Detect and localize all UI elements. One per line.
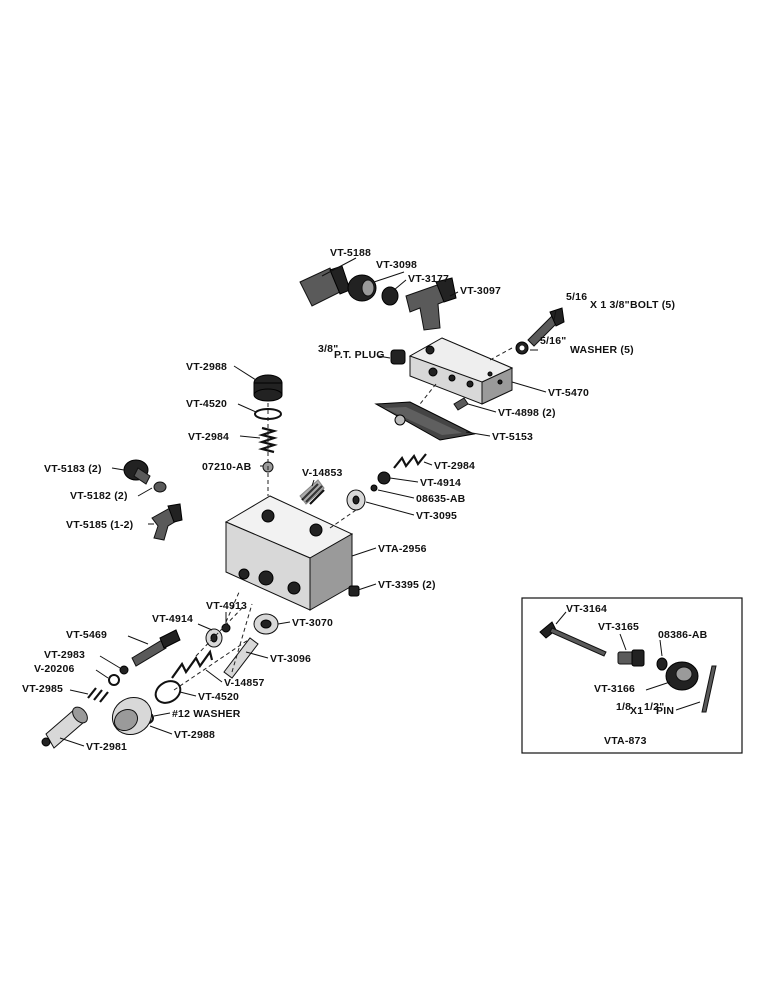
label-vt3165: VT-3165: [598, 621, 639, 633]
part-pin: [701, 665, 717, 713]
label-vt3095: VT-3095: [416, 510, 457, 522]
label-vt2984-right: VT-2984: [434, 460, 475, 472]
part-vt3098: [347, 274, 377, 302]
label-pt-plug: P.T. PLUG: [334, 349, 385, 361]
label-vt3177: VT-3177: [408, 273, 449, 285]
part-vt4914-ball-right: [377, 471, 391, 485]
part-labels: VT-5188 VT-3098 VT-3177 VT-3097 5/16 X 1…: [22, 247, 675, 753]
part-08635-ball: [370, 484, 378, 492]
label-vt3166: VT-3166: [594, 683, 635, 695]
assembly-centerlines: [173, 347, 513, 691]
label-vt5182: VT-5182 (2): [70, 490, 128, 502]
part-vt5188: [299, 265, 351, 307]
part-vt3096-pin: [223, 637, 259, 679]
label-vt4913: VT-4913: [206, 600, 247, 612]
label-vt4898: VT-4898 (2): [498, 407, 556, 419]
label-08635-ab: 08635-AB: [416, 493, 466, 505]
part-vt2984-spring-right: [393, 453, 427, 469]
part-vta2956-block: [224, 495, 354, 611]
part-vt2988-cap-top: [253, 374, 283, 402]
label-washer-fraction: 5/16": [540, 335, 566, 347]
part-vt5185-elbow: [151, 503, 183, 541]
part-v14853: [299, 479, 325, 505]
part-vt3177: [381, 286, 399, 306]
label-vt3395: VT-3395 (2): [378, 579, 436, 591]
label-vt5470: VT-5470: [548, 387, 589, 399]
label-v14857: V-14857: [224, 677, 265, 689]
part-vt3165-fitting: [617, 649, 645, 667]
part-vt2985-spring: [87, 687, 109, 703]
label-vt4914-right: VT-4914: [420, 477, 461, 489]
part-vt3395: [348, 585, 360, 597]
part-vt2983: [119, 665, 129, 675]
label-vt2988-bottom: VT-2988: [174, 729, 215, 741]
part-vt4520-oring-bottom: [154, 680, 182, 704]
label-bolt-fraction: 5/16: [566, 291, 587, 303]
label-07210-ab: 07210-AB: [202, 461, 252, 473]
label-vt2983: VT-2983: [44, 649, 85, 661]
label-vt5469: VT-5469: [66, 629, 107, 641]
part-08386-ring: [656, 657, 668, 671]
part-v14857-spring: [171, 649, 214, 679]
label-vt3096: VT-3096: [270, 653, 311, 665]
label-vt2985: VT-2985: [22, 683, 63, 695]
label-vt4520-top: VT-4520: [186, 398, 227, 410]
inset-vta873: VT-3164 VT-3165 08386-AB VT-3166 1/8 X1 …: [521, 597, 743, 754]
label-v20206: V-20206: [34, 663, 75, 675]
inset-frame: [521, 597, 743, 754]
label-pin-fraction-b: 1/2": [644, 701, 664, 713]
part-bolt: [527, 307, 565, 347]
part-vt5470-block: [408, 337, 514, 405]
label-vt5183: VT-5183 (2): [44, 463, 102, 475]
label-pin: PIN: [656, 705, 674, 717]
label-08386-ab: 08386-AB: [658, 629, 708, 641]
label-washer: WASHER (5): [570, 344, 634, 356]
part-v20206: [108, 674, 120, 686]
part-pt-plug: [390, 349, 406, 365]
part-vt2981-plunger: [41, 706, 88, 749]
label-vt2981: VT-2981: [86, 741, 127, 753]
label-bolt: BOLT (5): [630, 299, 675, 311]
label-plug-fraction: 3/8": [318, 343, 338, 355]
label-bolt-size: X 1 3/8": [590, 299, 630, 311]
part-vt4914-ball-left: [205, 628, 223, 648]
part-vt3166-nut: [665, 661, 699, 691]
part-vt3097-elbow: [405, 277, 457, 331]
inset-title: VTA-873: [604, 735, 647, 747]
label-v14853: V-14853: [302, 467, 343, 479]
label-vt3097: VT-3097: [460, 285, 501, 297]
label-12-washer: #12 WASHER: [172, 708, 241, 720]
label-vt2988-top: VT-2988: [186, 361, 227, 373]
label-vta2956: VTA-2956: [378, 543, 427, 555]
label-vt3098: VT-3098: [376, 259, 417, 271]
part-vt2988-cap-bottom: [111, 696, 153, 736]
label-vt4520-bottom: VT-4520: [198, 691, 239, 703]
part-vt3164-rod: [539, 621, 607, 657]
label-vt2984-left: VT-2984: [188, 431, 229, 443]
label-vt5153: VT-5153: [492, 431, 533, 443]
label-pin-x1: X1: [630, 705, 643, 717]
label-vt4914-left: VT-4914: [152, 613, 193, 625]
label-pin-fraction-a: 1/8: [616, 701, 631, 713]
part-vt5153-gasket: [374, 401, 476, 441]
part-vt5183: [123, 459, 151, 485]
label-vt3164: VT-3164: [566, 603, 607, 615]
part-vt5469-valve: [131, 629, 181, 667]
label-vt3070: VT-3070: [292, 617, 333, 629]
part-vt3095: [346, 489, 366, 511]
part-washer-5-16: [515, 341, 529, 355]
label-vt5188: VT-5188: [330, 247, 371, 259]
part-vt3070-disc: [253, 613, 279, 635]
label-vt5185: VT-5185 (1-2): [66, 519, 133, 531]
part-vt5182: [153, 481, 167, 493]
leader-lines: [59, 257, 557, 747]
part-vt4898: [453, 397, 469, 411]
